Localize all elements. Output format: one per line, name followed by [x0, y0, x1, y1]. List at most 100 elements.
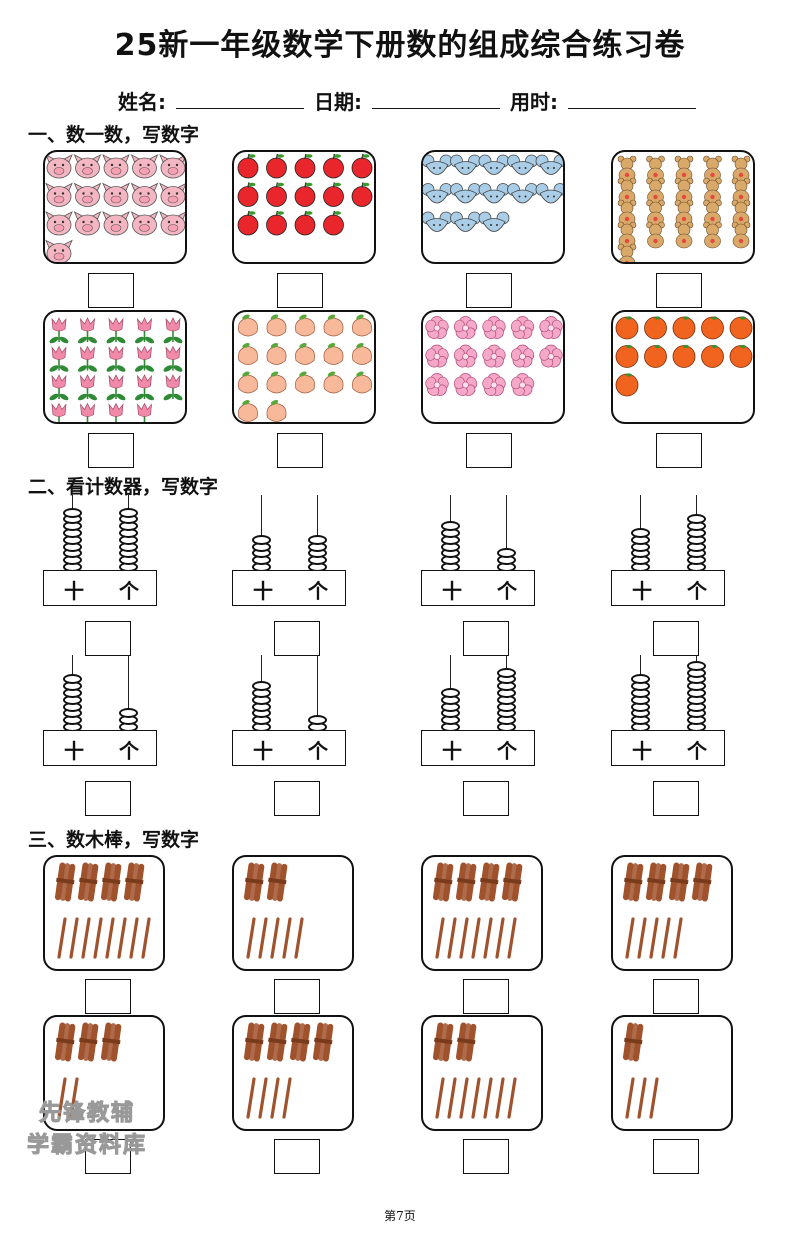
stick-bundle-icon — [312, 1022, 334, 1062]
answer-box[interactable] — [274, 1139, 320, 1174]
tens-bead — [631, 674, 650, 685]
name-field[interactable] — [176, 90, 304, 109]
tens-bead — [63, 507, 82, 518]
answer-box[interactable] — [277, 273, 323, 308]
abacus-frame: 十个 — [611, 570, 725, 606]
stick-bundle-icon — [289, 1022, 311, 1062]
abacus-counter: 十个 — [421, 655, 537, 767]
single-stick-icon — [81, 917, 91, 959]
ones-label: 个 — [308, 739, 328, 763]
single-stick-icon — [507, 1077, 517, 1119]
answer-box[interactable] — [274, 621, 320, 656]
answer-box[interactable] — [88, 273, 134, 308]
single-stick-icon — [471, 1077, 481, 1119]
answer-box[interactable] — [88, 433, 134, 468]
apple-icon — [237, 153, 373, 236]
single-stick-icon — [637, 1077, 647, 1119]
counting-card — [421, 150, 565, 264]
answer-box[interactable] — [653, 781, 699, 816]
ones-bead — [497, 667, 516, 678]
page-number: 第7页 — [384, 1209, 416, 1223]
ones-label: 个 — [119, 739, 139, 763]
single-stick-icon — [270, 1077, 280, 1119]
single-stick-icon — [625, 1077, 635, 1119]
stick-bundle-icon — [622, 862, 644, 902]
orange-icon — [615, 316, 753, 397]
ones-bead — [119, 708, 138, 719]
answer-box[interactable] — [85, 1139, 131, 1174]
answer-box[interactable] — [277, 433, 323, 468]
answer-box[interactable] — [85, 621, 131, 656]
stick-card — [421, 855, 543, 971]
ones-label: 个 — [119, 579, 139, 603]
section-title-sticks: 三、数木棒，写数字 — [28, 829, 200, 851]
single-stick-icon — [141, 917, 151, 959]
single-stick-icon — [57, 917, 67, 959]
answer-box[interactable] — [653, 621, 699, 656]
tens-label: 十 — [442, 579, 462, 603]
single-stick-icon — [57, 1077, 67, 1119]
answer-box[interactable] — [85, 781, 131, 816]
stick-bundle-icon — [432, 1022, 454, 1062]
peach-icon — [238, 314, 372, 422]
single-stick-icon — [129, 917, 139, 959]
abacus-counter: 十个 — [43, 495, 159, 607]
stick-bundle-icon — [266, 862, 288, 902]
answer-box[interactable] — [463, 979, 509, 1014]
single-stick-icon — [649, 1077, 659, 1119]
stick-card — [421, 1015, 543, 1131]
time-field[interactable] — [568, 90, 696, 109]
sticks-drawing — [243, 862, 304, 959]
answer-box[interactable] — [274, 979, 320, 1014]
stick-bundle-icon — [691, 862, 713, 902]
single-stick-icon — [625, 917, 635, 959]
abacus-counter: 十个 — [43, 655, 159, 767]
answer-box[interactable] — [653, 979, 699, 1014]
tens-label: 十 — [442, 739, 462, 763]
answer-box[interactable] — [463, 621, 509, 656]
stick-card — [611, 855, 733, 971]
answer-box[interactable] — [463, 1139, 509, 1174]
ones-label: 个 — [687, 739, 707, 763]
answer-box[interactable] — [656, 433, 702, 468]
abacus-frame: 十个 — [421, 730, 535, 766]
sticks-drawing — [622, 862, 713, 959]
single-stick-icon — [282, 917, 292, 959]
single-stick-icon — [637, 917, 647, 959]
counting-card — [611, 310, 755, 424]
worksheet-title: 25新一年级数学下册数的组成综合练习卷 — [114, 28, 686, 63]
tens-bead — [441, 688, 460, 698]
answer-box[interactable] — [85, 979, 131, 1014]
single-stick-icon — [447, 1077, 457, 1119]
stick-bundle-icon — [77, 862, 99, 902]
single-stick-icon — [105, 917, 115, 959]
single-stick-icon — [93, 917, 103, 959]
watermark-line1: 先锋教辅 — [38, 1101, 135, 1127]
tens-label: 十 — [253, 739, 273, 763]
ones-label: 个 — [497, 739, 517, 763]
answer-box[interactable] — [466, 433, 512, 468]
date-field[interactable] — [372, 90, 500, 109]
answer-box[interactable] — [653, 1139, 699, 1174]
abacus-counter: 十个 — [232, 495, 348, 607]
sticks-drawing — [54, 862, 151, 959]
answer-box[interactable] — [463, 781, 509, 816]
stick-bundle-icon — [432, 862, 454, 902]
stick-bundle-icon — [266, 1022, 288, 1062]
single-stick-icon — [447, 917, 457, 959]
tens-bead — [631, 528, 650, 538]
answer-box[interactable] — [466, 273, 512, 308]
single-stick-icon — [117, 917, 127, 959]
ones-label: 个 — [308, 579, 328, 603]
ones-bead — [308, 534, 327, 545]
single-stick-icon — [435, 1077, 445, 1119]
answer-box[interactable] — [656, 273, 702, 308]
single-stick-icon — [495, 1077, 505, 1119]
tens-bead — [441, 521, 460, 532]
answer-box[interactable] — [274, 781, 320, 816]
tens-label: 十 — [64, 739, 84, 763]
single-stick-icon — [459, 1077, 469, 1119]
pig-icon — [45, 154, 185, 262]
date-label: 日期: — [314, 90, 362, 114]
abacus-frame: 十个 — [232, 570, 346, 606]
